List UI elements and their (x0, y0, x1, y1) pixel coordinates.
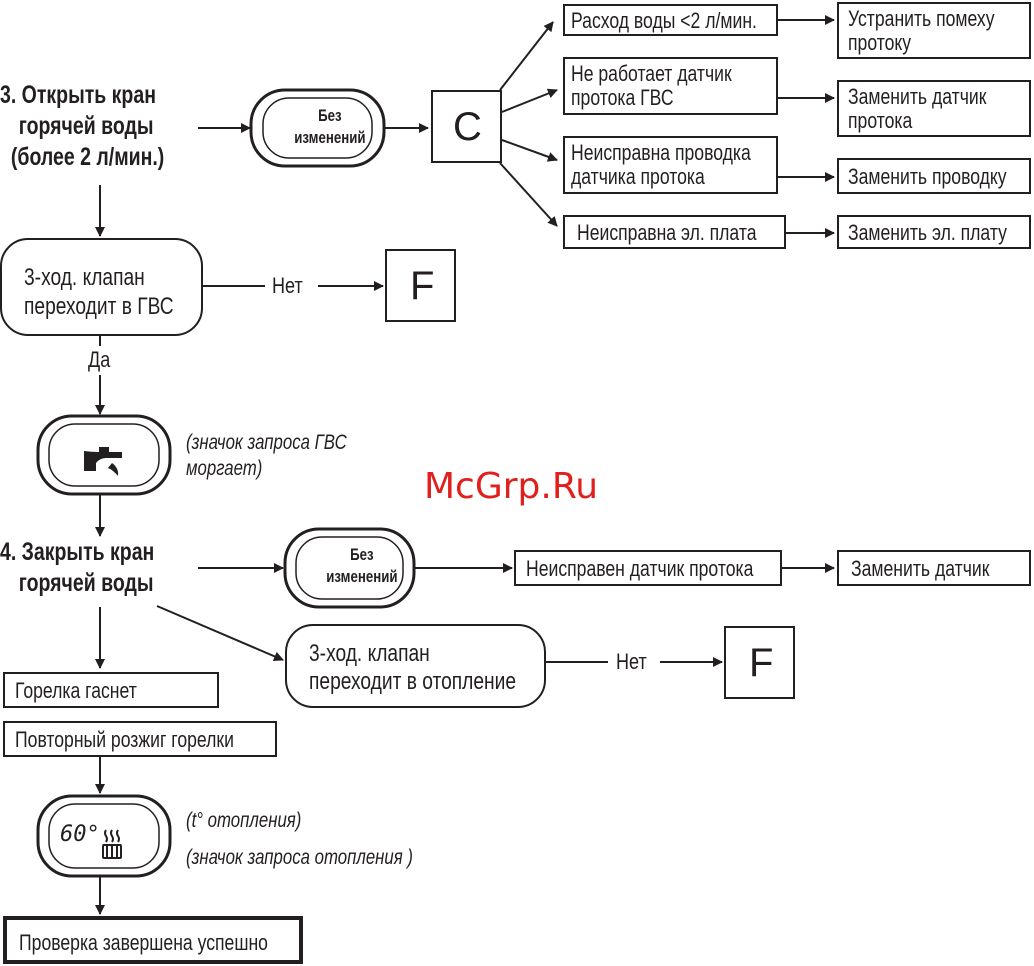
valve-heating-box: 3-ход. клапан переходит в отопление (285, 624, 546, 708)
display-unit-step4 (283, 527, 416, 609)
cause-step4-box: Неисправен датчик протока (514, 550, 782, 586)
arrow-c-to-cause2 (501, 88, 558, 113)
burner-off-text: Горелка гаснет (15, 678, 137, 703)
heating-caption-1: (t° отопления) (186, 809, 302, 832)
heating-caption-2: (значок запроса отопления ) (186, 846, 414, 869)
step3-line2: горячей воды (18, 112, 154, 140)
tap-icon (84, 447, 122, 476)
arrow-c-to-cause1 (499, 21, 554, 91)
display-text-no-change-2: Без изменений (319, 544, 405, 588)
label-no-1: Нет (272, 273, 303, 298)
step3-title: 3. Открыть кран горячей воды (более 2 л/… (0, 80, 164, 173)
action-c-1-line1: Устранить помеху (848, 6, 995, 31)
heating-display-value: 60° (60, 822, 100, 847)
action-c-1: Устранить помеху протоку (837, 2, 1031, 59)
valve-dhw-line1: 3-ход. клапан (24, 264, 145, 291)
cause-c-4: Неисправна эл. плата (563, 215, 786, 249)
display-no-change2-line1: Без (350, 545, 374, 564)
cause-c-3-text: Неисправна проводка датчика протока (571, 141, 751, 189)
label-yes: Да (88, 347, 111, 372)
action-c-2-line1: Заменить датчик (848, 84, 987, 109)
code-f-box-1: F (385, 249, 456, 322)
label-no-2: Нет (616, 649, 647, 674)
cause-c-2-text: Не работает датчик протока ГВС (571, 62, 732, 110)
action-c-2-text: Заменить датчик протока (848, 85, 986, 133)
cause-c-3-line2: датчика протока (571, 164, 705, 189)
cause-c-2: Не работает датчик протока ГВС (563, 57, 778, 115)
code-c-box: C (431, 90, 502, 163)
valve-heating-text: 3-ход. клапан переходит в отопление (309, 640, 516, 696)
code-f-letter-2: F (749, 641, 774, 685)
action-c-2: Заменить датчик протока (837, 80, 1031, 137)
result-box: Проверка завершена успешно (3, 916, 303, 964)
step4-line1: 4. Закрыть кран (0, 538, 155, 566)
arrow-step4-to-valve (156, 605, 284, 662)
display-no-change-line2: изменений (294, 128, 366, 147)
dhw-caption-line1: (значок запроса ГВС (186, 431, 347, 454)
action-c-1-text: Устранить помеху протоку (848, 7, 995, 55)
valve-heating-line1: 3-ход. клапан (309, 640, 430, 667)
valve-dhw-text: 3-ход. клапан переходит в ГВС (24, 263, 174, 321)
valve-dhw-line2: переходит в ГВС (24, 293, 174, 320)
action-c-4-text: Заменить эл. плату (848, 220, 1007, 245)
cause-c-4-text: Неисправна эл. плата (577, 220, 757, 245)
cause-c-2-line1: Не работает датчик (571, 61, 732, 86)
cause-c-1: Расход воды <2 л/мин. (563, 4, 778, 36)
cause-c-3: Неисправна проводка датчика протока (563, 136, 778, 194)
step4-title: 4. Закрыть кран горячей воды (0, 537, 154, 599)
valve-heating-line2: переходит в отопление (309, 668, 517, 695)
action-c-3: Заменить проводку (837, 158, 1031, 194)
action-step4-text: Заменить датчик (851, 556, 990, 581)
radiator-icon (102, 829, 122, 859)
code-f-box-2: F (724, 626, 795, 699)
display-unit-dhw (36, 414, 172, 496)
action-step4-box: Заменить датчик (837, 550, 1031, 586)
valve-dhw-box: 3-ход. клапан переходит в ГВС (0, 238, 203, 336)
step4-line2: горячей воды (18, 569, 154, 597)
burner-off-box: Горелка гаснет (3, 672, 219, 708)
display-no-change-line1: Без (318, 106, 342, 125)
action-c-3-text: Заменить проводку (848, 164, 1007, 189)
burner-reignite-text: Повторный розжиг горелки (15, 727, 234, 752)
action-c-4: Заменить эл. плату (837, 215, 1031, 249)
code-f-letter-1: F (410, 264, 435, 308)
cause-step4-text: Неисправен датчик протока (526, 556, 754, 581)
step3-line1: 3. Открыть кран (0, 81, 156, 109)
display-unit-heating (36, 794, 172, 878)
watermark: McGrp.Ru (424, 466, 599, 507)
action-c-1-line2: протоку (848, 30, 912, 55)
display-text-no-change-1: Без изменений (287, 105, 373, 149)
action-c-2-line2: протока (848, 108, 913, 133)
cause-c-2-line2: протока ГВС (571, 85, 674, 110)
arrow-c-to-cause3 (501, 139, 558, 162)
dhw-icon-caption: (значок запроса ГВС моргает) (186, 430, 347, 482)
arrow-c-to-cause4 (499, 162, 558, 227)
burner-reignite-box: Повторный розжиг горелки (3, 721, 277, 757)
display-unit-step3 (249, 88, 386, 168)
cause-c-1-text: Расход воды <2 л/мин. (571, 8, 757, 33)
display-no-change2-line2: изменений (326, 567, 398, 586)
dhw-caption-line2: моргает) (186, 457, 263, 480)
step3-line3: (более 2 л/мин.) (10, 143, 165, 171)
code-c-letter: C (453, 105, 482, 149)
cause-c-3-line1: Неисправна проводка (571, 140, 751, 165)
result-text: Проверка завершена успешно (19, 930, 268, 955)
